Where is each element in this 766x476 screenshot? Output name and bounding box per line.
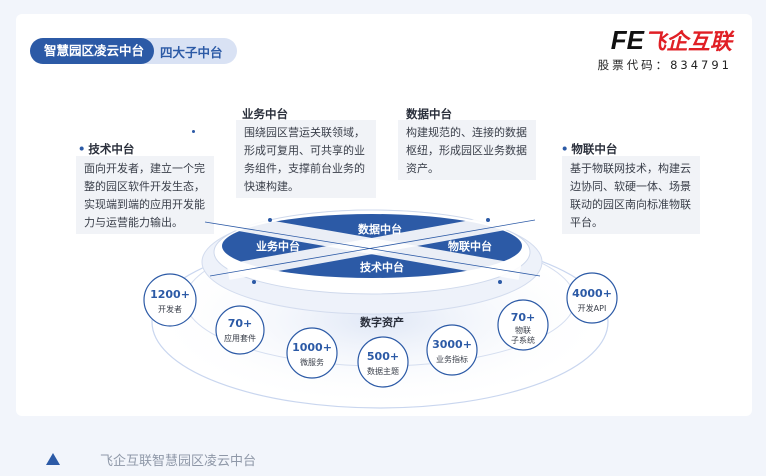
stat-label: 开发API — [578, 303, 607, 313]
stock-code: 股票代码：834791 — [597, 58, 732, 72]
company-logo: FE飞企互联 股票代码：834791 — [598, 26, 732, 73]
stat-num: 1200+ — [150, 288, 190, 301]
stat-label: 应用套件 — [224, 333, 256, 343]
logo-fe: FE — [610, 25, 644, 55]
node-dot — [268, 218, 272, 222]
stat-label: 数据主题 — [367, 366, 399, 376]
section-desc-business: 围绕园区营运关联领域，形成可复用、可共享的业务组件，支撑前台业务的快速构建。 — [236, 120, 376, 198]
section-title-iot: •物联中台 — [561, 142, 618, 156]
stat-label-2: 子系统 — [511, 335, 535, 345]
section-title-business: 业务中台 — [242, 107, 288, 121]
tag-main: 智慧园区凌云中台 — [30, 38, 155, 64]
guide-line-1 — [204, 221, 541, 277]
stat-circle: 70+ 物联 子系统 — [497, 299, 549, 351]
stat-circle: 1000+ 微服务 — [286, 327, 338, 379]
node-dot — [486, 218, 490, 222]
stat-label: 微服务 — [300, 357, 324, 367]
stat-num: 1000+ — [292, 341, 332, 354]
section-desc-iot: 基于物联网技术，构建云边协同、软硬一体、场景联动的园区南向标准物联平台。 — [562, 156, 700, 234]
stat-label: 物联 — [515, 325, 531, 335]
title-tag: 智慧园区凌云中台 四大子中台 — [30, 38, 237, 64]
quad-bottom: 技术中台 — [360, 260, 404, 274]
tag-sub: 四大子中台 — [160, 44, 223, 60]
stat-circle: 500+ 数据主题 — [357, 336, 409, 388]
quad-left: 业务中台 — [256, 239, 300, 253]
section-desc-data: 构建规范的、连接的数据枢纽，形成园区业务数据资产。 — [398, 120, 536, 180]
stat-circle: 3000+ 业务指标 — [426, 324, 478, 376]
quad-right: 物联中台 — [448, 239, 492, 253]
stat-circle: 1200+ 开发者 — [143, 273, 197, 327]
stat-num: 70+ — [511, 311, 536, 324]
section-title-tech: •技术中台 — [78, 142, 135, 156]
stat-label: 业务指标 — [436, 354, 468, 364]
node-dot — [252, 280, 256, 284]
section-desc-tech: 面向开发者，建立一个完整的园区软件开发生态，实现端到端的应用开发能力与运营能力输… — [76, 156, 214, 234]
node-dot — [498, 280, 502, 284]
stat-num: 70+ — [228, 317, 253, 330]
quad-top: 数据中台 — [358, 222, 402, 236]
stat-circle: 70+ 应用套件 — [215, 305, 265, 355]
logo-cn: 飞企互联 — [643, 30, 732, 55]
figure-caption: 飞企互联智慧园区凌云中台 — [100, 454, 257, 469]
stat-num: 4000+ — [572, 287, 612, 300]
decor-dot — [192, 130, 195, 133]
section-title-data: 数据中台 — [406, 107, 452, 121]
stat-num: 3000+ — [432, 338, 472, 351]
guide-line-2 — [209, 219, 536, 277]
caption-triangle-icon — [46, 453, 60, 465]
stat-circle: 4000+ 开发API — [566, 272, 618, 324]
asset-label: 数字资产 — [360, 315, 404, 329]
stat-num: 500+ — [367, 350, 399, 363]
stat-label: 开发者 — [158, 304, 182, 314]
divider-2 — [226, 212, 518, 280]
